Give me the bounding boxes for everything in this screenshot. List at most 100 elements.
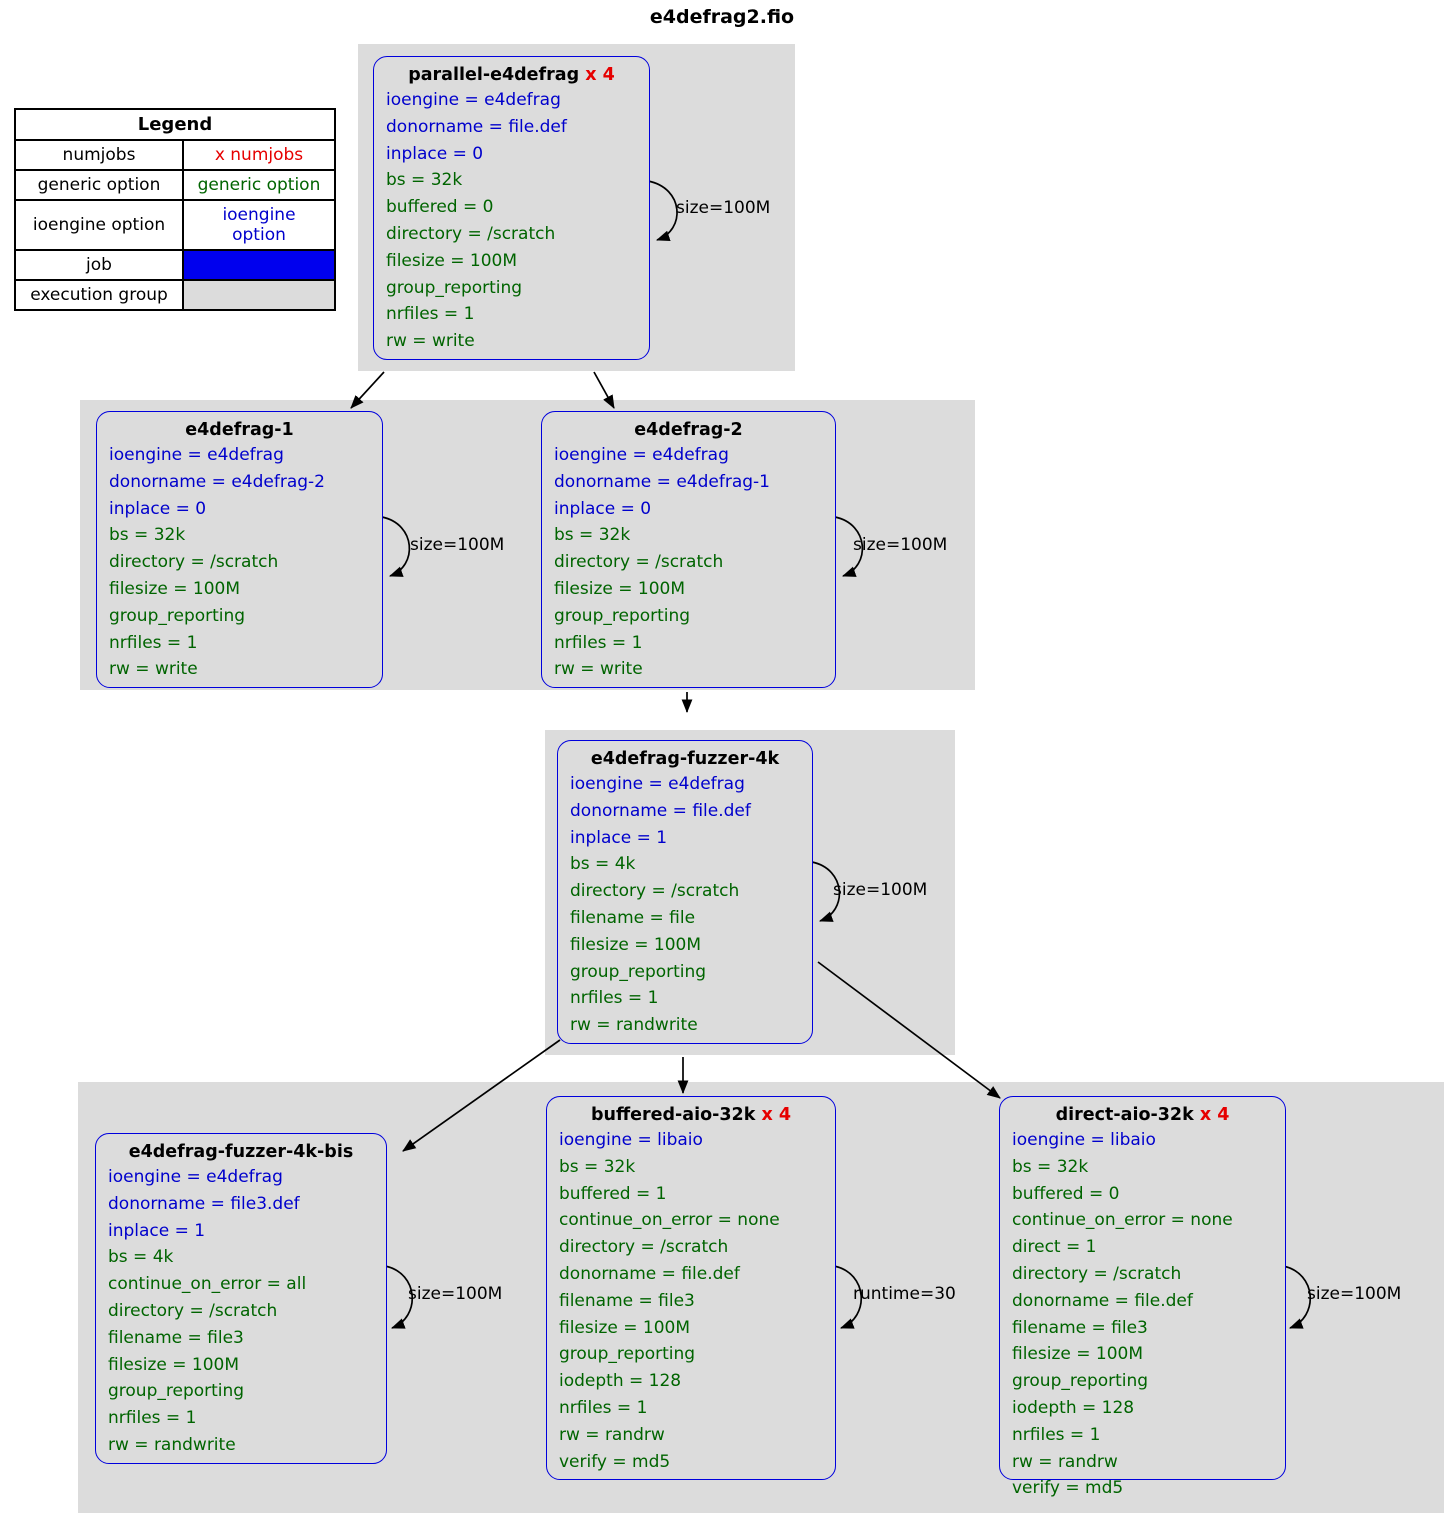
job-title-direct-aio-32k: direct-aio-32k x 4 <box>1012 1105 1273 1125</box>
job-option: buffered = 0 <box>1012 1183 1120 1204</box>
job-option: bs = 4k <box>108 1247 174 1268</box>
job-option: ioengine = libaio <box>1012 1130 1156 1150</box>
job-option: donorname = file3.def <box>108 1193 300 1214</box>
job-option: donorname = e4defrag-2 <box>109 471 325 492</box>
job-option: directory = /scratch <box>1012 1263 1182 1284</box>
legend-row-job: job <box>14 249 336 281</box>
job-option: rw = randrw <box>1012 1451 1118 1472</box>
legend-label-execution-group: execution group <box>14 279 184 311</box>
job-box-e4defrag-2[interactable]: e4defrag-2 ioengine = e4defrag donorname… <box>541 411 836 688</box>
legend-label-ioengine-option: ioengine option <box>14 199 184 251</box>
job-option: nrfiles = 1 <box>1012 1424 1101 1445</box>
job-option: group_reporting <box>108 1381 245 1402</box>
job-option: filesize = 100M <box>559 1317 691 1338</box>
job-option: directory = /scratch <box>559 1237 729 1258</box>
job-option: directory = /scratch <box>108 1300 278 1321</box>
legend-value-numjobs: x numjobs <box>182 139 336 171</box>
job-option: ioengine = e4defrag <box>570 774 745 794</box>
legend-swatch-execution-group <box>182 279 336 311</box>
job-option: inplace = 0 <box>109 498 207 519</box>
legend-value-generic-option: generic option <box>182 169 336 201</box>
legend-label-numjobs: numjobs <box>14 139 184 171</box>
job-option: filesize = 100M <box>554 578 686 599</box>
legend-row-ioengine-option: ioengine option ioengine option <box>14 199 336 251</box>
job-option: filename = file3 <box>108 1327 244 1348</box>
job-title-buffered-aio-32k: buffered-aio-32k x 4 <box>559 1105 823 1125</box>
legend-row-execution-group: execution group <box>14 279 336 311</box>
job-option: rw = randwrite <box>570 1015 698 1036</box>
job-option: group_reporting <box>570 961 707 982</box>
job-option: directory = /scratch <box>109 552 279 573</box>
job-name: e4defrag-fuzzer-4k <box>590 749 780 769</box>
legend-header-row: Legend <box>14 108 336 141</box>
job-option: verify = md5 <box>1012 1478 1124 1499</box>
job-option: nrfiles = 1 <box>559 1397 648 1418</box>
job-option: filesize = 100M <box>1012 1344 1144 1365</box>
job-option: buffered = 0 <box>386 197 494 218</box>
job-option: ioengine = e4defrag <box>386 90 561 110</box>
job-option: rw = write <box>386 331 475 352</box>
job-option: bs = 4k <box>570 854 636 875</box>
job-option: directory = /scratch <box>554 552 724 573</box>
job-option: donorname = file.def <box>1012 1290 1193 1311</box>
edge-label-e4defrag-fuzzer-4k: size=100M <box>833 880 928 900</box>
legend: Legend numjobs x numjobs generic option … <box>14 108 336 311</box>
job-option: donorname = file.def <box>386 116 567 137</box>
legend-row-generic-option: generic option generic option <box>14 169 336 201</box>
legend-label-job: job <box>14 249 184 281</box>
legend-swatch-job <box>182 249 336 281</box>
job-option: ioengine = e4defrag <box>554 445 729 465</box>
job-option: inplace = 0 <box>554 498 652 519</box>
job-name: parallel-e4defrag <box>408 65 580 85</box>
edge-label-direct-aio-32k: size=100M <box>1307 1284 1402 1304</box>
job-title-e4defrag-2: e4defrag-2 <box>554 420 823 440</box>
job-option: group_reporting <box>554 605 691 626</box>
job-option: nrfiles = 1 <box>109 632 198 653</box>
job-title-e4defrag-fuzzer-4k: e4defrag-fuzzer-4k <box>570 749 800 769</box>
job-option: directory = /scratch <box>386 223 556 244</box>
job-option: donorname = file.def <box>559 1263 740 1284</box>
job-numjobs: x 4 <box>761 1105 792 1125</box>
job-option: inplace = 1 <box>570 827 668 848</box>
edge-label-e4defrag-2: size=100M <box>853 535 948 555</box>
edge-label-e4defrag-fuzzer-4k-bis: size=100M <box>408 1284 503 1304</box>
job-option: ioengine = e4defrag <box>109 445 284 465</box>
job-option: filesize = 100M <box>570 934 702 955</box>
job-option: donorname = file.def <box>570 800 751 821</box>
job-option: rw = write <box>554 659 643 680</box>
job-option: nrfiles = 1 <box>108 1408 197 1429</box>
job-box-buffered-aio-32k[interactable]: buffered-aio-32k x 4 ioengine = libaio b… <box>546 1096 836 1480</box>
job-title-e4defrag-fuzzer-4k-bis: e4defrag-fuzzer-4k-bis <box>108 1142 374 1162</box>
job-box-e4defrag-1[interactable]: e4defrag-1 ioengine = e4defrag donorname… <box>96 411 383 688</box>
job-option: group_reporting <box>109 605 246 626</box>
job-option: bs = 32k <box>386 170 463 191</box>
job-option: bs = 32k <box>109 525 186 546</box>
legend-label-generic-option: generic option <box>14 169 184 201</box>
job-option: nrfiles = 1 <box>570 988 659 1009</box>
job-option: verify = md5 <box>559 1451 671 1472</box>
job-option: ioengine = libaio <box>559 1130 703 1150</box>
job-option: bs = 32k <box>554 525 631 546</box>
job-option: filename = file3 <box>1012 1317 1148 1338</box>
job-option: rw = randrw <box>559 1424 665 1445</box>
job-name: buffered-aio-32k <box>590 1105 756 1125</box>
job-box-e4defrag-fuzzer-4k-bis[interactable]: e4defrag-fuzzer-4k-bis ioengine = e4defr… <box>95 1133 387 1464</box>
job-option: direct = 1 <box>1012 1237 1097 1258</box>
job-option: group_reporting <box>1012 1371 1149 1392</box>
job-option: iodepth = 128 <box>559 1371 682 1392</box>
job-numjobs: x 4 <box>1199 1105 1230 1125</box>
job-option: filename = file <box>570 907 696 928</box>
job-box-parallel-e4defrag[interactable]: parallel-e4defrag x 4 ioengine = e4defra… <box>373 56 650 360</box>
job-option: inplace = 1 <box>108 1220 206 1241</box>
page-title: e4defrag2.fio <box>649 6 795 28</box>
job-option: directory = /scratch <box>570 881 740 902</box>
job-option: ioengine = e4defrag <box>108 1167 283 1187</box>
job-box-direct-aio-32k[interactable]: direct-aio-32k x 4 ioengine = libaio bs … <box>999 1096 1286 1498</box>
job-name: direct-aio-32k <box>1055 1105 1194 1125</box>
job-option: filesize = 100M <box>386 250 518 271</box>
legend-title: Legend <box>14 108 336 141</box>
job-option: nrfiles = 1 <box>386 304 475 325</box>
job-box-e4defrag-fuzzer-4k[interactable]: e4defrag-fuzzer-4k ioengine = e4defrag d… <box>557 740 813 1044</box>
job-option: rw = randwrite <box>108 1434 236 1455</box>
